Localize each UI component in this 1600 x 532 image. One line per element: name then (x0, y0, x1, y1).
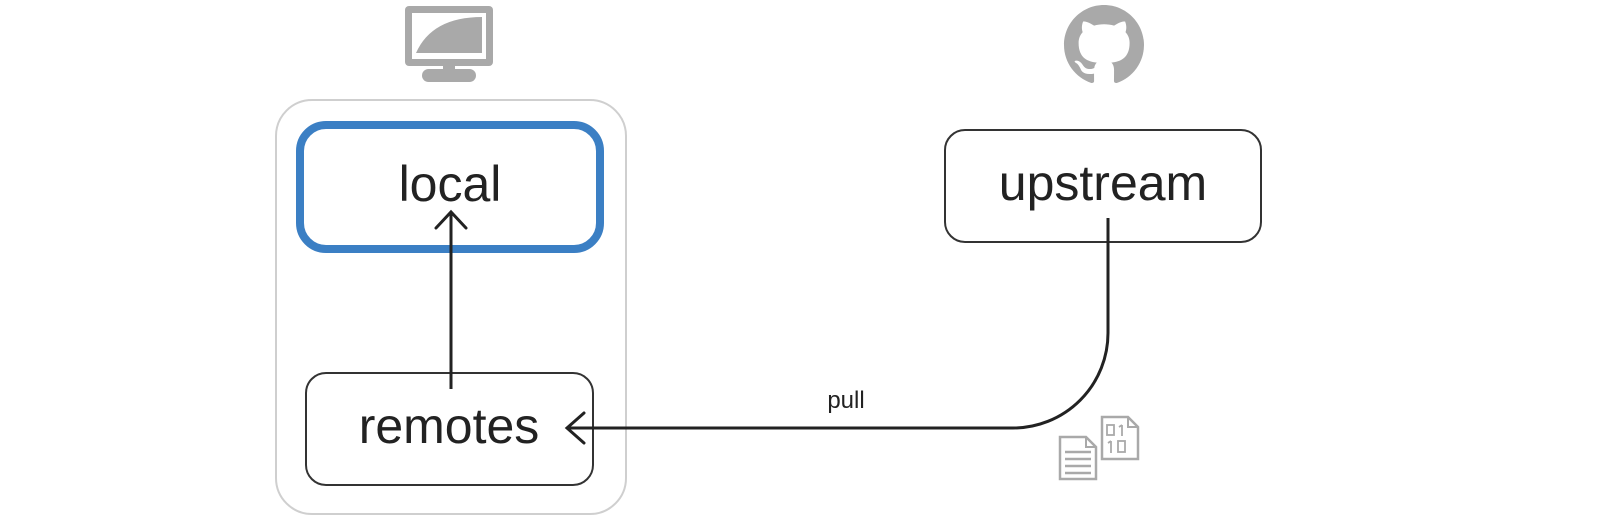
binary-file-icon (1100, 415, 1140, 461)
node-upstream-label: upstream (999, 155, 1207, 211)
edge-pull: pull (564, 218, 1110, 445)
node-local-label: local (399, 156, 502, 212)
github-octocat-icon (1064, 5, 1144, 84)
local-machine-group (275, 99, 627, 515)
edge-remotes-to-local (434, 209, 468, 389)
edge-pull-label: pull (827, 387, 864, 414)
node-upstream: upstream (944, 129, 1262, 243)
edge-pull-line (568, 218, 1110, 430)
document-file-icon (1058, 435, 1098, 481)
node-local: local (296, 121, 604, 253)
desktop-computer-icon (405, 6, 493, 82)
node-remotes-label: remotes (359, 398, 540, 454)
arrowhead-up-icon (434, 209, 468, 230)
node-remotes: remotes (305, 372, 594, 486)
node-upstream-box (944, 129, 1262, 243)
arrowhead-left-icon (564, 411, 586, 445)
